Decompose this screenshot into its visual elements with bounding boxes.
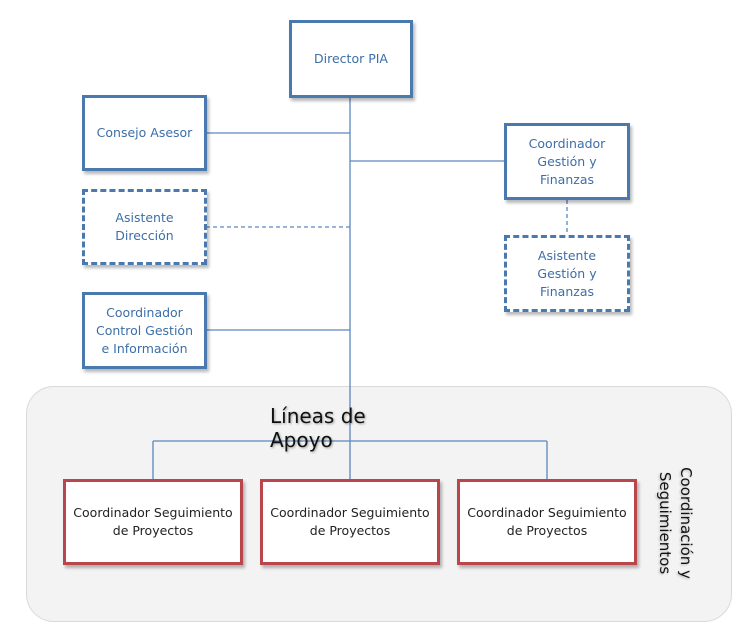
director-label: Director PIA xyxy=(314,51,388,66)
asistente-gestion-box: Asistente Gestión y Finanzas xyxy=(504,235,630,312)
coordinador-gestion-label: Coordinador Gestión y Finanzas xyxy=(528,135,606,187)
coordinador-gestion-box: Coordinador Gestión y Finanzas xyxy=(504,123,630,200)
support-lines-title: Líneas de Apoyo xyxy=(270,404,366,452)
coordination-side-label: Coordinación y Seguimientos xyxy=(656,467,695,579)
coordinador-control-label: Coordinador Control Gestión e Informació… xyxy=(96,304,193,356)
coordinator-label-1: Coordinador Seguimiento de Proyectos xyxy=(73,505,233,538)
consejo-asesor-box: Consejo Asesor xyxy=(82,95,207,171)
coordinador-control-box: Coordinador Control Gestión e Informació… xyxy=(82,292,207,369)
consejo-asesor-label: Consejo Asesor xyxy=(96,125,193,140)
coordinator-box-2: Coordinador Seguimiento de Proyectos xyxy=(260,479,440,565)
coordinator-box-3: Coordinador Seguimiento de Proyectos xyxy=(457,479,637,565)
asistente-direccion-label: Asistente Dirección xyxy=(115,210,174,243)
coordinator-box-1: Coordinador Seguimiento de Proyectos xyxy=(63,479,243,565)
asistente-direccion-box: Asistente Dirección xyxy=(82,189,207,265)
asistente-gestion-label: Asistente Gestión y Finanzas xyxy=(537,247,597,299)
director-box: Director PIA xyxy=(289,20,413,98)
coordinator-label-3: Coordinador Seguimiento de Proyectos xyxy=(467,505,627,538)
coordinator-label-2: Coordinador Seguimiento de Proyectos xyxy=(270,505,430,538)
